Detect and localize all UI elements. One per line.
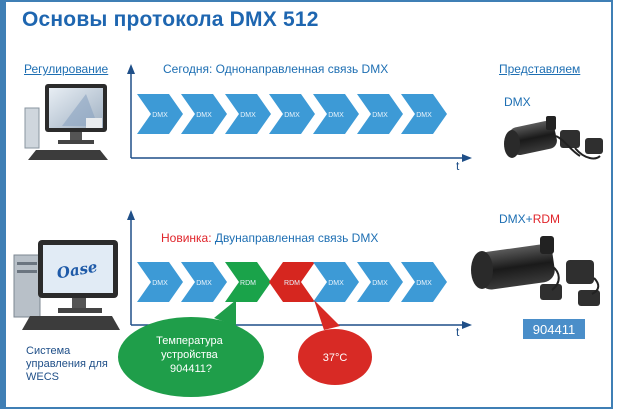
device-tag-text: 904411 xyxy=(533,322,575,337)
top-dmx-arrow-3 xyxy=(225,94,271,134)
top-dmx-arrow-1 xyxy=(137,94,183,134)
bottom-arrow-label-7: DMX xyxy=(416,280,432,287)
pump-device-icon-top xyxy=(504,116,603,160)
bottom-arrow-label-4: RDM xyxy=(284,280,300,287)
top-arrow-label-6: DMX xyxy=(372,112,388,119)
top-arrow-label-4: DMX xyxy=(284,112,300,119)
bottom-dmx-arrow-6 xyxy=(357,262,403,302)
label-today: Сегодня: Однонаправленная связь DMX xyxy=(163,62,389,76)
top-axis-t: t xyxy=(456,159,460,173)
bottom-dmx-arrow-5 xyxy=(313,262,359,302)
top-axes xyxy=(127,64,472,162)
bottom-arrow-label-1: DMX xyxy=(152,280,168,287)
label-presenting: Представляем xyxy=(499,62,581,76)
bottom-arrow-label-3: RDM xyxy=(240,280,256,287)
control-system-computer-icon xyxy=(13,240,120,330)
device-tag-box xyxy=(523,319,585,339)
top-dmx-arrow-5 xyxy=(313,94,359,134)
bottom-dmx-arrow-7 xyxy=(401,262,447,302)
top-arrow-label-2: DMX xyxy=(196,112,212,119)
bottom-dmx-arrow-2 xyxy=(181,262,227,302)
top-dmx-arrow-4 xyxy=(269,94,315,134)
red-bubble xyxy=(298,300,372,385)
green-bubble-line-3: 904411? xyxy=(170,363,212,375)
top-signal-row: DMX DMX DMX DMX DMX DMX DMX xyxy=(137,94,447,134)
top-arrow-label-1: DMX xyxy=(152,112,168,119)
bottom-arrow-label-5: DMX xyxy=(328,280,344,287)
label-regulation: Регулирование xyxy=(24,62,109,76)
green-bubble xyxy=(118,300,264,397)
red-bubble-text: 37°C xyxy=(323,352,348,364)
top-arrow-label-7: DMX xyxy=(416,112,432,119)
top-dmx-arrow-7 xyxy=(401,94,447,134)
green-bubble-text: Температура устройства 904411? xyxy=(156,335,226,375)
bottom-rdm-arrow-4 xyxy=(269,262,315,302)
top-dmx-arrow-2 xyxy=(181,94,227,134)
top-dmx-arrow-6 xyxy=(357,94,403,134)
bottom-arrow-label-2: DMX xyxy=(196,280,212,287)
slide-title: Основы протокола DMX 512 xyxy=(22,8,319,31)
green-bubble-line-1: Температура xyxy=(156,335,224,347)
pump-device-icon-bottom xyxy=(471,236,600,306)
label-dmx: DMX xyxy=(504,95,531,109)
bottom-axis-t: t xyxy=(456,325,460,339)
computer-icon xyxy=(24,84,108,160)
green-bubble-line-2: устройства xyxy=(161,349,219,361)
bottom-rdm-arrow-3 xyxy=(225,262,271,302)
top-arrow-label-3: DMX xyxy=(240,112,256,119)
label-control-system: Система управления для WECS xyxy=(26,345,108,383)
label-dmx-rdm: DMX+RDM xyxy=(499,212,561,226)
bottom-arrow-label-6: DMX xyxy=(372,280,388,287)
bottom-signal-row: DMX DMX RDM RDM DMX DMX DMX xyxy=(137,262,447,302)
top-arrow-label-5: DMX xyxy=(328,112,344,119)
label-novelty: Новинка: Двунаправленная связь DMX xyxy=(161,231,379,245)
bottom-dmx-arrow-1 xyxy=(137,262,183,302)
